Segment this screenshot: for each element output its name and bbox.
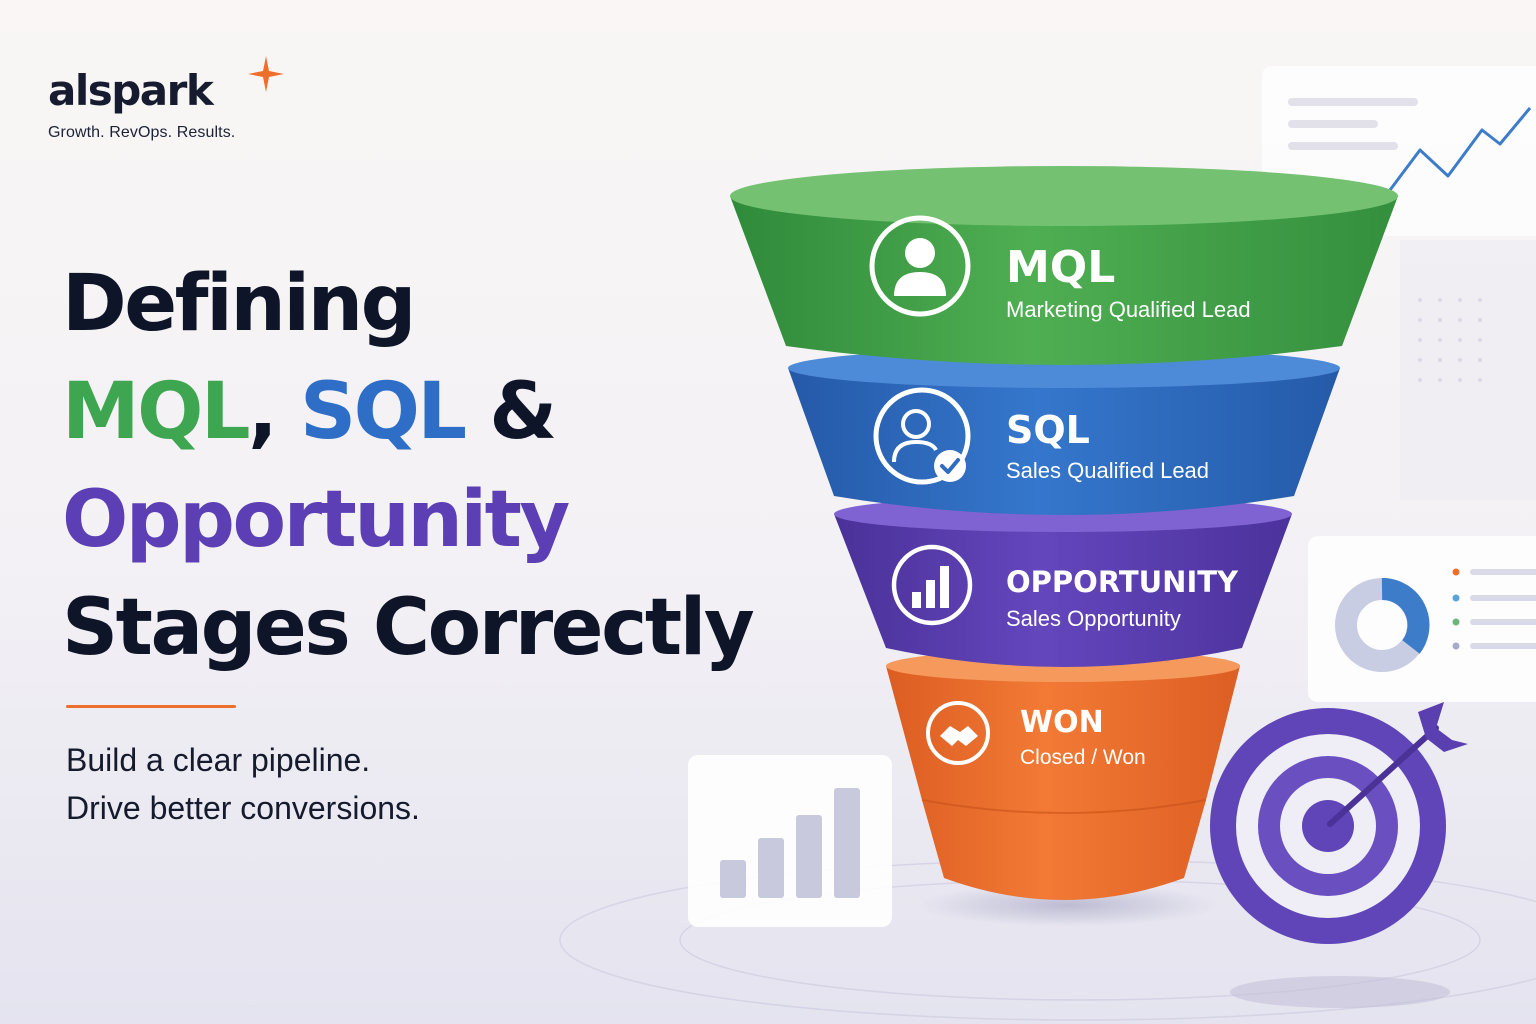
headline-line-4: Stages Correctly	[62, 583, 755, 673]
spark-star-icon	[248, 56, 284, 92]
stage-subtitle-opportunity: Sales Opportunity	[1006, 606, 1181, 631]
headline-mql: MQL	[62, 367, 251, 457]
headline-line-1: Defining	[62, 259, 416, 349]
user-icon	[869, 215, 971, 317]
subheadline-line-2: Drive better conversions.	[66, 790, 420, 826]
brand-name: alspark	[48, 66, 214, 115]
bar-chart-card	[688, 755, 892, 927]
donut-chart-card	[1308, 536, 1536, 702]
accent-divider	[66, 705, 236, 708]
subheadline-line-1: Build a clear pipeline.	[66, 742, 371, 778]
user-check-icon	[873, 387, 971, 485]
handshake-icon	[926, 701, 990, 765]
stage-subtitle-won: Closed / Won	[1020, 746, 1146, 769]
target-with-arrow-icon	[1210, 702, 1468, 1008]
headline-ampersand: &	[489, 367, 557, 457]
headline-comma: ,	[248, 367, 278, 457]
stage-title-won: WON	[1020, 705, 1104, 740]
headline-sql: SQL	[299, 367, 467, 457]
stage-subtitle-sql: Sales Qualified Lead	[1006, 458, 1209, 483]
brand-logo: alspark Growth. RevOps. Results.	[48, 56, 284, 142]
stage-subtitle-mql: Marketing Qualified Lead	[1006, 297, 1251, 322]
headline-line-2: MQL, SQL &	[62, 358, 752, 466]
funnel-stage-mql	[730, 166, 1398, 365]
bar-chart-icon	[891, 544, 973, 626]
subheadline: Build a clear pipeline. Drive better con…	[66, 736, 420, 832]
brand-tagline: Growth. RevOps. Results.	[48, 124, 236, 141]
headline-line-3: Opportunity	[62, 475, 570, 565]
stage-title-opportunity: OPPORTUNITY	[1006, 565, 1239, 599]
page-title: Defining MQL, SQL & Opportunity Stages C…	[62, 250, 755, 682]
stage-title-mql: MQL	[1006, 242, 1115, 293]
stage-title-sql: SQL	[1006, 408, 1090, 452]
